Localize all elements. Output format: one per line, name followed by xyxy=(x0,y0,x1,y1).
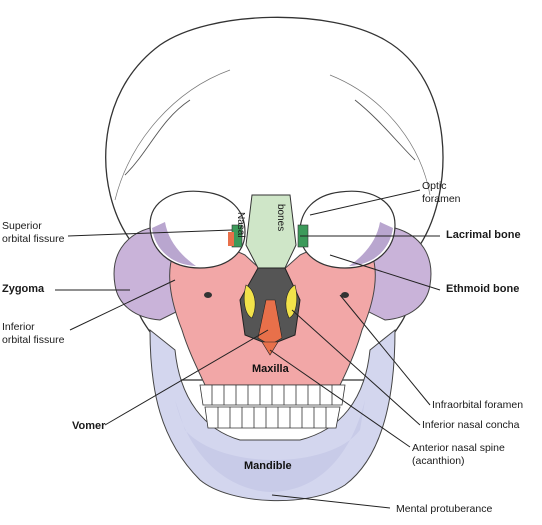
mandible-label: Mandible xyxy=(244,460,292,472)
superior-orbital-label-1: Superior xyxy=(2,220,42,232)
inferior-nasal-concha-label: Inferior nasal concha xyxy=(422,419,520,431)
inferior-orbital-label-1: Inferior xyxy=(2,321,35,333)
leader-lines xyxy=(55,189,441,509)
infraorbital-foramen-label: Infraorbital foramen xyxy=(432,399,524,411)
concha-left xyxy=(243,284,256,319)
ethmoid-bone-label: Ethmoid bone xyxy=(446,283,520,295)
nasal-bones xyxy=(245,194,297,269)
temporal-line xyxy=(114,69,431,201)
orbit-right-shadow xyxy=(349,222,393,266)
anterior-nasal-spine-label-1: Anterior nasal spine xyxy=(412,442,505,454)
optic-foramen-label-2: foramen xyxy=(422,193,461,205)
vomer-label: Vomer xyxy=(72,420,106,432)
infraorbital-foramen-left xyxy=(204,292,212,298)
maxilla-label: Maxilla xyxy=(252,363,289,375)
mandible-body xyxy=(175,400,365,492)
optic-foramen-label-1: Optic xyxy=(422,180,447,192)
mental-protuberance-label: Mental protuberance xyxy=(396,503,493,515)
superior-orbital-label-2: orbital fissure xyxy=(2,233,65,245)
lacrimal-bone-label: Lacrimal bone xyxy=(446,229,521,241)
ethmoid-orange xyxy=(228,232,234,246)
zygoma-label: Zygoma xyxy=(2,283,45,295)
lower-teeth xyxy=(204,406,341,429)
nasal-spine xyxy=(261,341,279,356)
inferior-orbital-label-2: orbital fissure xyxy=(2,334,65,346)
concha-right xyxy=(285,284,298,319)
nasal-label-2: bones xyxy=(275,204,286,232)
vomer-bone xyxy=(257,299,283,346)
upper-teeth xyxy=(199,384,346,406)
anterior-nasal-spine-label-2: (acanthion) xyxy=(412,455,465,467)
nasal-label-1: Nasal xyxy=(235,212,246,238)
infraorbital-foramen-right xyxy=(341,292,349,298)
coronal-suture xyxy=(124,99,416,176)
